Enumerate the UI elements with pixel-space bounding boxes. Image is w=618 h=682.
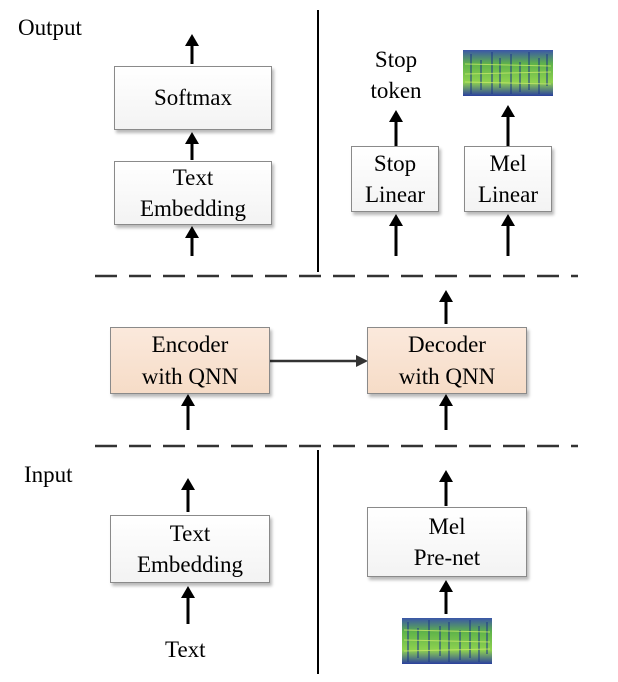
- spectrogram-image: [402, 618, 492, 664]
- output-section-label: Output: [18, 15, 82, 40]
- up-arrow-icon: [439, 580, 453, 614]
- up-arrow-icon: [389, 214, 403, 256]
- stop-linear-box: Stop Linear: [351, 146, 439, 212]
- up-arrow-icon: [439, 394, 453, 430]
- softmax-label: Softmax: [154, 85, 232, 111]
- spectrogram-image: [463, 50, 553, 96]
- softmax-box: Softmax: [114, 66, 272, 130]
- input-text-embedding-line2: Embedding: [136, 552, 244, 577]
- encoder-line2: with QNN: [141, 363, 239, 389]
- up-arrow-icon: [501, 105, 515, 146]
- mel-linear-line2: Linear: [477, 182, 538, 207]
- stop-linear-line1: Stop: [373, 150, 417, 176]
- decoder-line2: with QNN: [398, 363, 496, 389]
- right-arrow-icon: [270, 355, 368, 367]
- up-arrow-icon: [501, 214, 515, 256]
- up-arrow-icon: [185, 132, 199, 160]
- up-arrow-icon: [181, 586, 195, 624]
- decoder-box: Decoder with QNN: [367, 327, 527, 394]
- encoder-box: Encoder with QNN: [110, 327, 270, 394]
- encoder-line1: Encoder: [151, 332, 229, 358]
- output-text-embedding-line2: Embedding: [139, 196, 247, 221]
- mel-linear-line1: Mel: [489, 150, 527, 176]
- stop-token-label: Stop token: [366, 44, 426, 106]
- output-spectrogram-graphic: [463, 50, 553, 96]
- up-arrow-icon: [185, 226, 199, 256]
- text-input-label: Text: [165, 637, 206, 662]
- stop-token-line2: token: [370, 78, 422, 104]
- input-section-label: Input: [24, 462, 73, 487]
- mel-prenet-line1: Mel: [428, 513, 466, 539]
- mel-prenet-line2: Pre-net: [413, 545, 481, 570]
- decoder-line1: Decoder: [408, 332, 486, 358]
- up-arrow-icon: [439, 470, 453, 506]
- input-spectrogram-graphic: [402, 618, 492, 664]
- input-text-embedding-line1: Text: [169, 520, 211, 546]
- up-arrow-icon: [439, 290, 453, 324]
- up-arrow-icon: [389, 110, 403, 146]
- up-arrow-icon: [181, 478, 195, 512]
- stop-token-line1: Stop: [374, 47, 418, 72]
- output-text-embedding-line1: Text: [172, 164, 214, 190]
- mel-prenet-box: Mel Pre-net: [367, 507, 527, 577]
- mel-linear-box: Mel Linear: [464, 146, 552, 212]
- output-text-embedding-box: Text Embedding: [114, 161, 272, 225]
- up-arrow-icon: [181, 394, 195, 430]
- stop-linear-line2: Linear: [364, 182, 425, 207]
- input-text-embedding-box: Text Embedding: [110, 515, 270, 583]
- up-arrow-icon: [185, 34, 199, 64]
